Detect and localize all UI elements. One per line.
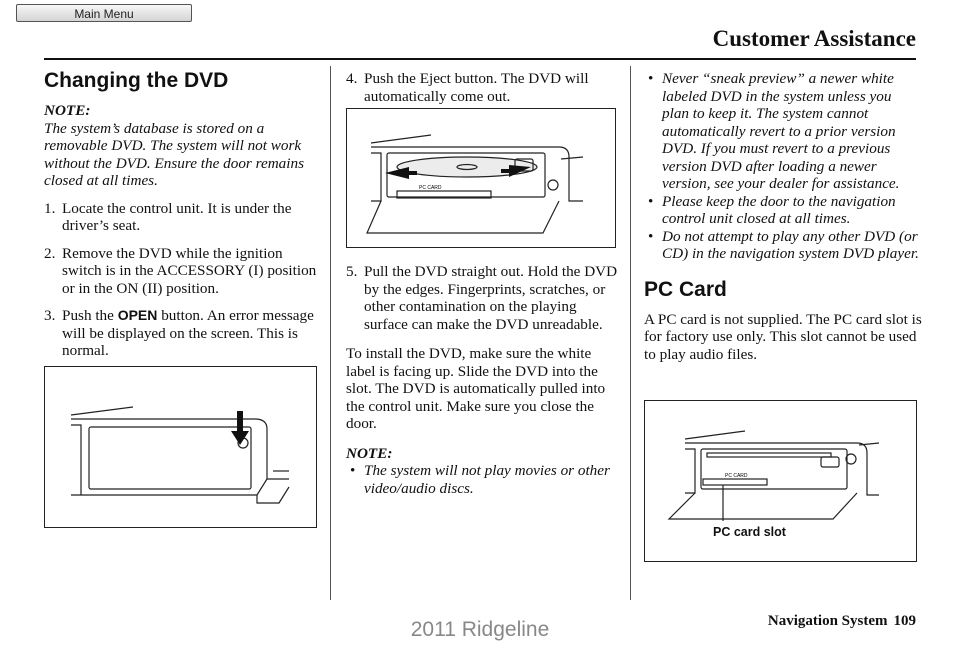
figure-pc-card-slot: PC CARD PC card slot — [644, 400, 917, 562]
page-number: 109 — [893, 613, 917, 629]
footer-system-label: Navigation System — [767, 613, 888, 629]
figure-open-button — [44, 366, 317, 528]
step-text: Push the Eject button. The DVD will auto… — [364, 70, 589, 105]
note-bullet: The system will not play movies or other… — [346, 462, 618, 497]
bullet-sneak-preview: Never “sneak preview” a newer white labe… — [644, 70, 922, 193]
note-label: NOTE: — [44, 102, 91, 119]
step-3: 3. Push the OPEN button. An error message… — [44, 307, 326, 360]
step-number: 4. — [346, 70, 358, 87]
note-label-2: NOTE: — [346, 444, 393, 462]
eject-illustration: PC CARD — [366, 134, 584, 234]
step-text: Pull the DVD straight out. Hold the DVD … — [364, 263, 618, 333]
footer: Navigation System 109 — [768, 613, 916, 630]
step-2: 2. Remove the DVD while the ignition swit… — [44, 245, 326, 298]
pc-card-print: PC CARD — [725, 473, 748, 479]
step-text: Locate the control unit. It is under the… — [62, 199, 292, 235]
step-number: 5. — [346, 263, 358, 280]
watermark: 2011 Ridgeline — [410, 618, 550, 641]
pc-card-slot-label: PC card slot — [713, 525, 786, 539]
main-menu-button[interactable]: Main Menu — [16, 4, 192, 22]
pc-card-text: A PC card is not supplied. The PC card s… — [644, 310, 922, 363]
column-divider-1 — [330, 66, 331, 600]
note-text: The system’s database is stored on a rem… — [44, 119, 304, 190]
step-1: 1. Locate the control unit. It is under t… — [44, 200, 326, 235]
step-4: 4. Push the Eject button. The DVD will au… — [346, 70, 618, 105]
column-1: Changing the DVD NOTE: The system’s data… — [44, 68, 326, 370]
heading-changing-dvd: Changing the DVD — [44, 69, 229, 92]
step-number: 3. — [44, 307, 56, 324]
heading-pc-card: PC Card — [644, 277, 727, 301]
step-number: 1. — [44, 199, 56, 217]
step-text: Remove the DVD while the ignition switch… — [62, 244, 317, 297]
column-2: 4. Push the Eject button. The DVD will au… — [346, 70, 618, 497]
control-unit-illustration — [70, 406, 290, 504]
column-divider-2 — [630, 66, 631, 600]
header-rule — [44, 58, 916, 60]
step-text-post: button. An error message will be display… — [62, 307, 314, 359]
step-number: 2. — [44, 244, 56, 262]
step-text-pre: Push the — [62, 307, 118, 324]
column-3: Never “sneak preview” a newer white labe… — [644, 70, 922, 371]
bullet-other-dvd: Do not attempt to play any other DVD (or… — [644, 228, 922, 263]
install-text: To install the DVD, make sure the white … — [346, 345, 606, 432]
pc-card-illustration: PC CARD — [667, 430, 880, 521]
bullet-door-closed: Please keep the door to the navigation c… — [644, 193, 922, 228]
figure-eject-dvd: PC CARD — [346, 108, 616, 248]
section-title: Customer Assistance — [712, 26, 916, 51]
open-button-label: OPEN — [117, 307, 158, 323]
pc-card-print: PC CARD — [419, 185, 442, 191]
step-5: 5. Pull the DVD straight out. Hold the DV… — [346, 263, 618, 333]
